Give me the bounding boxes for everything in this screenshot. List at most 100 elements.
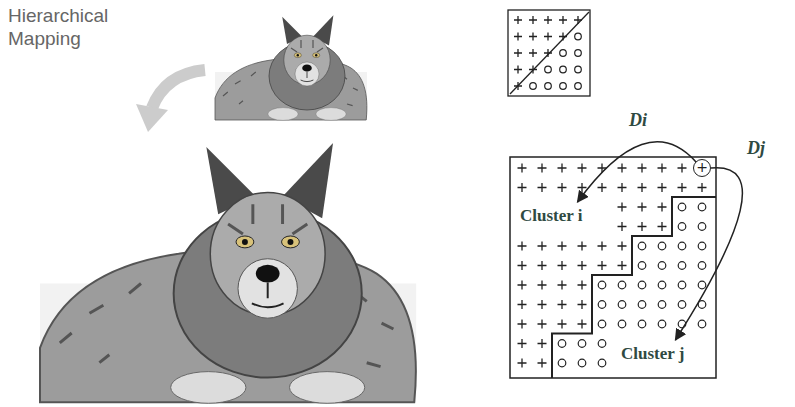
plus-symbol — [638, 222, 647, 231]
circle-symbol — [678, 281, 686, 289]
circle-symbol — [678, 262, 686, 270]
circle-symbol — [598, 340, 606, 348]
circle-symbol — [598, 359, 606, 367]
node-text: Cluster j — [621, 344, 684, 363]
plus-symbol — [538, 339, 547, 348]
plus-symbol — [529, 33, 537, 41]
circle-symbol — [575, 66, 582, 73]
distance-arrow — [578, 142, 697, 202]
circle-symbol — [658, 242, 666, 250]
plus-symbol — [538, 300, 547, 309]
circle-symbol — [575, 33, 582, 40]
plus-symbol — [618, 261, 627, 270]
plus-symbol — [538, 242, 547, 251]
circle-symbol — [678, 223, 686, 231]
plus-symbol — [559, 16, 567, 24]
circle-symbol — [618, 281, 626, 289]
circle-symbol — [618, 301, 626, 309]
plus-symbol — [578, 164, 587, 173]
cluster-label: Cluster j — [618, 343, 687, 365]
plus-symbol — [598, 164, 607, 173]
plus-symbol — [538, 281, 547, 290]
plus-symbol — [558, 183, 567, 192]
plus-symbol — [538, 261, 547, 270]
plus-symbol — [518, 261, 527, 270]
plus-symbol — [598, 183, 607, 192]
circle-symbol — [558, 359, 566, 367]
circle-symbol — [638, 301, 646, 309]
circle-symbol — [530, 83, 537, 90]
plus-symbol — [678, 183, 687, 192]
node-text: Cluster i — [520, 206, 583, 225]
node-text: + — [696, 159, 708, 175]
circle-symbol — [658, 320, 666, 328]
circle-symbol — [638, 262, 646, 270]
plus-symbol — [518, 242, 527, 251]
plus-symbol — [544, 16, 552, 24]
circle-symbol — [658, 301, 666, 309]
plus-symbol — [578, 183, 587, 192]
circle-symbol — [560, 66, 567, 73]
plus-symbol — [529, 49, 537, 57]
plus-symbol — [638, 164, 647, 173]
plus-symbol — [518, 183, 527, 192]
cluster-label: Cluster i — [517, 205, 586, 227]
grid-frame — [510, 157, 716, 378]
grid-frame — [508, 10, 590, 96]
circle-symbol — [698, 223, 706, 231]
circle-symbol — [575, 83, 582, 90]
circle-symbol — [545, 83, 552, 90]
circle-symbol — [638, 281, 646, 289]
circle-symbol — [638, 320, 646, 328]
plus-symbol — [578, 261, 587, 270]
plus-symbol — [658, 222, 667, 231]
plus-symbol — [658, 203, 667, 212]
plus-symbol — [598, 261, 607, 270]
plus-symbol — [518, 359, 527, 368]
plus-symbol — [529, 16, 537, 24]
plus-symbol — [578, 242, 587, 251]
circle-symbol — [698, 320, 706, 328]
circle-symbol — [678, 242, 686, 250]
circle-symbol — [558, 340, 566, 348]
plus-symbol — [518, 300, 527, 309]
plus-symbol — [558, 164, 567, 173]
plus-symbol — [598, 242, 607, 251]
plus-symbol — [558, 242, 567, 251]
mapping-arrow-head — [136, 104, 168, 132]
plus-symbol — [658, 164, 667, 173]
circle-symbol — [658, 281, 666, 289]
plus-symbol — [518, 339, 527, 348]
plus-symbol — [538, 359, 547, 368]
plus-symbol — [538, 164, 547, 173]
circle-symbol — [698, 203, 706, 211]
plus-symbol — [618, 164, 627, 173]
mapping-arrow — [152, 70, 205, 108]
boundary-line — [510, 12, 589, 94]
plus-symbol — [558, 320, 567, 329]
edge-label: Di — [627, 110, 649, 130]
plus-symbol — [558, 300, 567, 309]
plus-symbol — [514, 49, 522, 57]
diagram-title: Hierarchical Mapping — [8, 4, 138, 50]
circle-symbol — [638, 242, 646, 250]
edge-label: Dj — [745, 138, 767, 158]
distance-arrow — [675, 168, 742, 340]
plus-symbol — [538, 320, 547, 329]
plus-symbol — [518, 164, 527, 173]
plus-symbol — [544, 49, 552, 57]
plus-symbol — [618, 183, 627, 192]
plus-symbol — [578, 320, 587, 329]
large-wolf — [40, 143, 416, 403]
circle-symbol — [545, 66, 552, 73]
plus-symbol — [658, 183, 667, 192]
plus-symbol — [514, 66, 522, 74]
circle-symbol — [560, 83, 567, 90]
circle-symbol — [678, 203, 686, 211]
small-wolf — [215, 15, 367, 120]
plus-symbol — [698, 183, 707, 192]
plus-symbol — [514, 16, 522, 24]
circle-symbol — [698, 242, 706, 250]
plus-symbol — [618, 222, 627, 231]
circle-symbol — [598, 281, 606, 289]
